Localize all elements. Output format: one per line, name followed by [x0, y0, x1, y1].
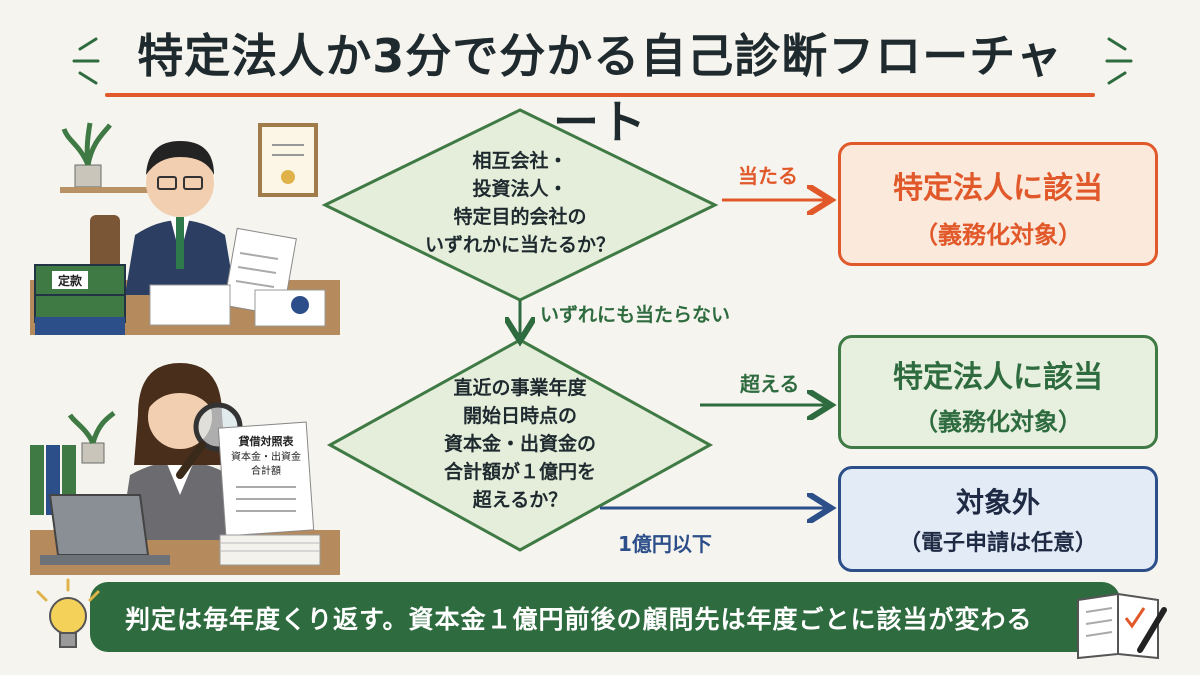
footer-bar	[90, 582, 1120, 652]
notebook-pen-icon	[1077, 592, 1167, 660]
result-1-subtitle: （義務化対象）	[914, 221, 1082, 249]
result-3-title: 対象外	[955, 486, 1040, 519]
result-box-3: 対象外 （電子申請は任意）	[838, 466, 1158, 572]
lightbulb-icon	[36, 578, 100, 648]
spark-right-icon	[1105, 37, 1133, 85]
question-2-line: 開始日時点の	[462, 405, 577, 427]
result-1-title: 特定法人に該当	[893, 171, 1103, 206]
binder-label: 定款	[58, 273, 83, 288]
question-1-line: いずれかに当たるか？	[424, 234, 615, 256]
result-box-1: 特定法人に該当 （義務化対象）	[838, 142, 1158, 266]
doc-line-3: 合計額	[251, 464, 281, 477]
spark-left-icon	[72, 37, 100, 85]
result-2-title: 特定法人に該当	[893, 360, 1103, 395]
label-q1-no: いずれにも当たらない	[540, 304, 731, 326]
page-title: 特定法人か3分で分かる自己診断フローチャート	[137, 29, 1063, 149]
businesswoman-illustration: 貸借対照表 資本金・出資金 合計額	[30, 363, 340, 575]
question-2-line: 合計額が１億円を	[443, 461, 596, 483]
question-1: 相互会社・ 投資法人・ 特定目的会社の いずれかに当たるか？	[380, 147, 660, 259]
title-underline	[105, 93, 1095, 97]
footer-text: 判定は毎年度くり返す。資本金１億円前後の顧問先は年度ごとに該当が変わる	[125, 605, 1033, 634]
question-1-line: 相互会社・	[472, 150, 568, 172]
question-1-line: 特定目的会社の	[453, 206, 587, 228]
decision-diamond-2	[326, 338, 714, 552]
question-2-line: 超えるか？	[472, 489, 568, 511]
label-q2-no: 1億円以下	[618, 532, 712, 556]
question-2: 直近の事業年度 開始日時点の 資本金・出資金の 合計額が１億円を 超えるか？	[380, 374, 660, 514]
label-q1-yes: 当たる	[738, 164, 798, 188]
label-q2-yes: 超える	[740, 372, 800, 396]
question-1-line: 投資法人・	[472, 178, 568, 200]
result-2-subtitle: （義務化対象）	[914, 408, 1082, 436]
businessman-illustration: 定款	[30, 122, 340, 335]
doc-line-1: 貸借対照表	[238, 434, 295, 448]
question-2-line: 資本金・出資金の	[443, 433, 596, 455]
result-3-subtitle: （電子申請は任意）	[898, 531, 1097, 556]
doc-line-2: 資本金・出資金	[231, 450, 301, 463]
question-2-line: 直近の事業年度	[453, 377, 587, 399]
result-box-2: 特定法人に該当 （義務化対象）	[838, 335, 1158, 449]
